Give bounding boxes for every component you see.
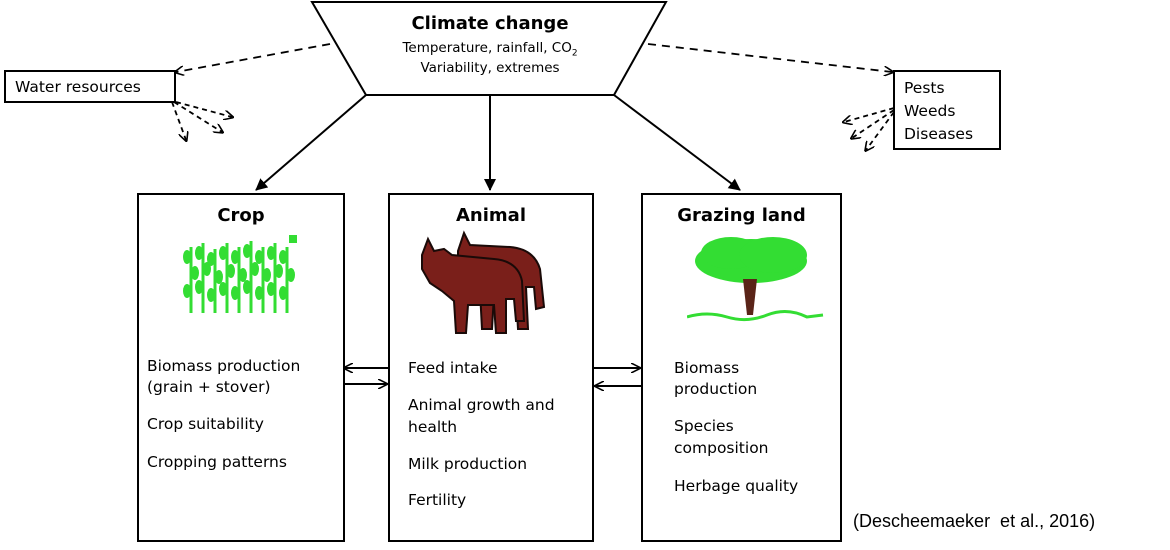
tree-icon [687, 237, 824, 322]
crop-title: Crop [217, 205, 265, 226]
climate-line1-text: Temperature, rainfall, CO [402, 40, 572, 56]
grazing-item-biomass: Biomass [674, 359, 740, 377]
pests-small-arrows [844, 107, 895, 150]
climate-change-title: Climate change [411, 13, 569, 34]
animal-item-health: health [408, 418, 458, 436]
co2-subscript: 2 [571, 48, 578, 59]
crop-item-patterns: Cropping patterns [147, 453, 287, 471]
animal-item-milk: Milk production [408, 455, 528, 473]
climate-change-line1: Temperature, rainfall, CO2 [356, 40, 624, 59]
grazing-title: Grazing land [677, 205, 806, 226]
diseases-label: Diseases [904, 125, 974, 143]
pests-weeds-diseases-box: Pests Weeds Diseases [893, 70, 1001, 150]
crop-box: Crop Biomass production (grain + stover)… [137, 193, 345, 542]
grazing-item-herbage: Herbage quality [674, 477, 799, 495]
water-resources-box: Water resources [4, 70, 176, 103]
arrow-to-crop [255, 94, 367, 191]
cattle-icon [421, 230, 546, 334]
crop-plants-icon [183, 235, 297, 313]
animal-box: Animal Feed intake Animal growth and hea… [388, 193, 594, 542]
citation-text: (Descheemaeker et al., 2016) [853, 511, 1096, 531]
dashed-arrow-to-pests [647, 43, 892, 72]
arrow-to-grazing [613, 94, 741, 191]
grazing-item-species: Species [674, 417, 734, 435]
dashed-arrow-to-water [176, 43, 331, 72]
pests-label: Pests [904, 79, 945, 97]
water-small-arrows [171, 101, 232, 140]
animal-title: Animal [456, 205, 526, 226]
animal-item-growth: Animal growth and [408, 396, 555, 414]
climate-change-line2: Variability, extremes [420, 60, 560, 76]
water-resources-label: Water resources [15, 78, 141, 96]
animal-item-feed-intake: Feed intake [408, 359, 498, 377]
grazing-land-box: Grazing land Biomass production Species … [641, 193, 842, 542]
grazing-item-production: production [674, 380, 758, 398]
weeds-label: Weeds [904, 102, 956, 120]
animal-item-fertility: Fertility [408, 491, 467, 509]
crop-item-suitability: Crop suitability [147, 415, 264, 433]
crop-item-biomass: Biomass production [147, 357, 301, 375]
grazing-item-composition: composition [674, 439, 769, 457]
crop-item-grain-stover: (grain + stover) [147, 378, 271, 396]
